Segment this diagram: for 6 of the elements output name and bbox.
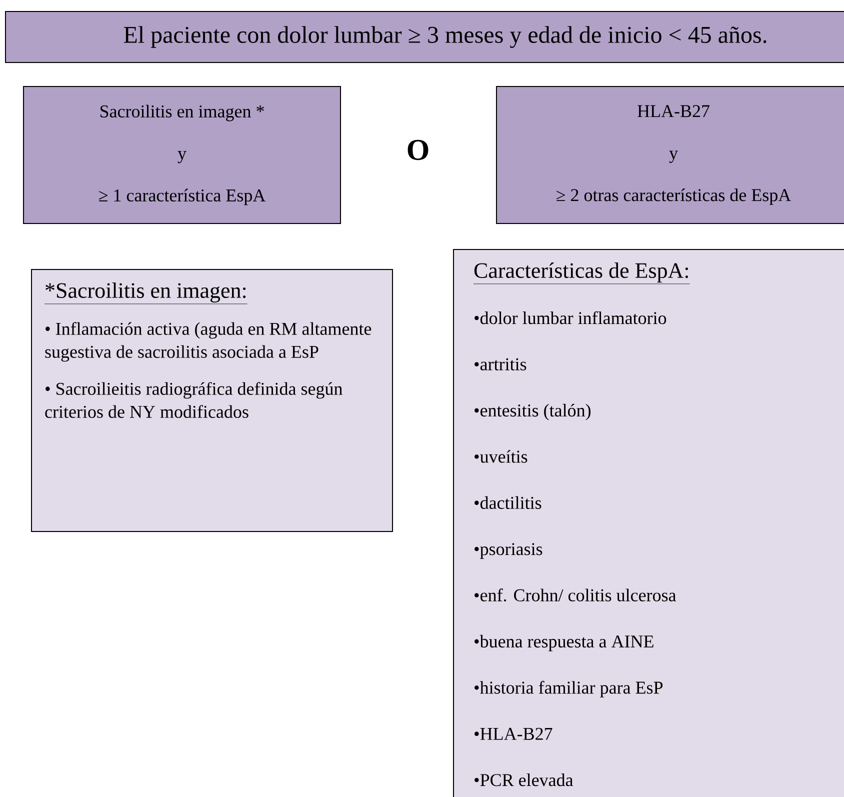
or-label: O xyxy=(408,140,428,160)
list-box: Características de EspA: •dolor lumbar inflamatorio •artritis •entesitis (talón) •uveítis •dactilitis •psoriasis •enf. Crohn/ colitis ulcerosa •buena respuesta a AINE •historia familiar para EsP •HLA-B27 •PCR elevada xyxy=(453,249,844,797)
header-box: El paciente con dolor lumbar ≥ 3 meses y edad de inicio < 45 años. xyxy=(5,11,844,63)
criteria-box: HLA-B27 y ≥ 2 otras características de EspA xyxy=(496,86,844,224)
note-box: *Sacroilitis en imagen: • Inflamación activa (aguda en RM altamente sugestiva de sacroilitis asociada a EsP • Sacroilieitis radiográfica definida según criterios de NY modificados xyxy=(31,269,393,532)
criteria-box: Sacroilitis en imagen * y ≥ 1 característica EspA xyxy=(23,86,341,224)
